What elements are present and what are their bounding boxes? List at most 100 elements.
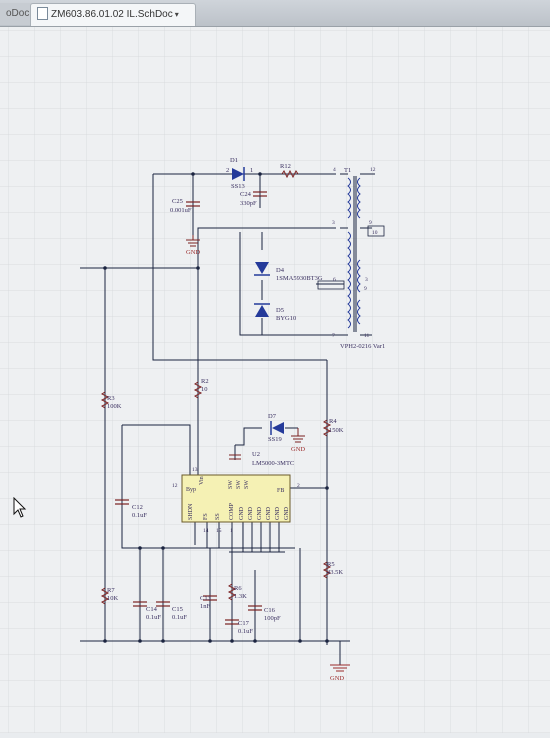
resistor-r7-symbol[interactable] bbox=[100, 587, 110, 605]
label-r4-ref: R4 bbox=[329, 418, 337, 425]
ic-pin-gnd6: GND bbox=[284, 506, 290, 520]
label-c25-value: 0.001uF bbox=[170, 207, 192, 214]
capacitor-c17-symbol[interactable] bbox=[225, 619, 239, 625]
ic-pin-sw1: SW bbox=[228, 480, 234, 489]
ic-pin-gnd3: GND bbox=[257, 506, 263, 520]
pinnum-u2-13: 13 bbox=[192, 467, 198, 473]
pinnum-t1-3: 3 bbox=[332, 220, 335, 226]
label-c25-ref: C25 bbox=[172, 198, 183, 205]
gnd-symbol-bottom bbox=[330, 664, 350, 672]
ic-pin-fb: FB bbox=[277, 488, 284, 494]
label-gnd-top: GND bbox=[186, 249, 200, 256]
ic-pin-comp: COMP bbox=[229, 502, 235, 520]
label-gnd-bottom: GND bbox=[330, 675, 344, 682]
pinnum-t1-8: 9 bbox=[364, 286, 367, 292]
tab-dropdown-icon[interactable]: ▾ bbox=[174, 10, 179, 19]
label-d5-ref: D5 bbox=[276, 307, 284, 314]
label-d4-ref: D4 bbox=[276, 267, 285, 274]
diode-d5-symbol[interactable] bbox=[254, 303, 270, 317]
label-t1-value: VPH2-0216 Var1 bbox=[340, 343, 385, 350]
document-tab-bar: oDoc ZM603.86.01.02 IL.SchDoc▾ bbox=[0, 0, 550, 27]
tab-active-label: ZM603.86.01.02 IL.SchDoc bbox=[51, 9, 173, 20]
capacitor-c14-symbol[interactable] bbox=[133, 601, 147, 607]
t1-pin-box-4-3 bbox=[317, 280, 345, 290]
label-c24-value: 330pF bbox=[240, 200, 257, 207]
capacitor-c12-symbol[interactable] bbox=[115, 499, 129, 505]
pin-numbers: 12 13 2 14 15 1 4 12 3 9 10 6 3 9 7 11 bbox=[172, 167, 378, 534]
zener-d4-symbol[interactable] bbox=[254, 262, 270, 276]
pinnum-u2-1: 1 bbox=[230, 528, 233, 534]
label-r7-ref: R7 bbox=[107, 587, 115, 594]
ic-pin-gnd5: GND bbox=[275, 506, 281, 520]
label-r3-ref: R3 bbox=[107, 395, 115, 402]
ic-u2-body[interactable] bbox=[181, 474, 291, 523]
pinnum-t1-12: 12 bbox=[370, 167, 376, 173]
ic-pin-byp: Byp bbox=[186, 487, 196, 493]
label-r2-ref: R2 bbox=[201, 378, 209, 385]
schematic-sheet: D1 SS13 2 1 R12 C25 0.001uF C24 330pF T1… bbox=[0, 27, 550, 733]
pinnum-t1-11: 11 bbox=[364, 333, 370, 339]
pinnum-t1-9: 9 bbox=[369, 220, 372, 226]
diode-d7-symbol[interactable] bbox=[270, 421, 284, 435]
label-r12-ref: R12 bbox=[280, 163, 291, 170]
label-c17-value: 0.1uF bbox=[238, 628, 253, 635]
transformer-t1-symbol[interactable] bbox=[347, 176, 361, 332]
capacitor-c13-symbol[interactable] bbox=[203, 595, 217, 601]
tab-schematic-document[interactable]: ZM603.86.01.02 IL.SchDoc▾ bbox=[30, 3, 196, 26]
label-c12-value: 0.1uF bbox=[132, 512, 147, 519]
ic-pin-sw2: SW bbox=[236, 480, 242, 489]
label-t1-ref: T1 bbox=[344, 167, 351, 174]
ic-pin-gnd4: GND bbox=[266, 506, 272, 520]
ic-pin-fs: FS bbox=[203, 513, 209, 520]
label-c13-value: 1nF bbox=[200, 603, 211, 610]
label-d4-value: 1SMA5930BT3G bbox=[276, 275, 323, 282]
label-c13-ref: C13 bbox=[200, 595, 211, 602]
label-d7-ref: D7 bbox=[268, 413, 277, 420]
label-r6-ref: R6 bbox=[234, 585, 242, 592]
label-c15-value: 0.1uF bbox=[172, 614, 187, 621]
pinnum-t1-5: 7 bbox=[332, 333, 335, 339]
label-c12-ref: C12 bbox=[132, 504, 143, 511]
capacitor-c25-symbol[interactable] bbox=[186, 201, 200, 207]
capacitor-u2-bypass-symbol bbox=[229, 454, 241, 460]
ic-pin-gnd2: GND bbox=[248, 506, 254, 520]
label-d1-value: SS13 bbox=[231, 183, 245, 190]
pinnum-t1-6: 4 bbox=[333, 167, 336, 173]
tab-previous-document[interactable]: oDoc bbox=[0, 3, 38, 25]
resistor-r2-symbol[interactable] bbox=[193, 381, 203, 399]
wires bbox=[80, 173, 375, 665]
label-r6-value: 1.3K bbox=[234, 593, 247, 600]
label-r5-value: 43.5K bbox=[327, 569, 343, 576]
label-r3-value: 100K bbox=[107, 403, 122, 410]
label-c14-value: 0.1uF bbox=[146, 614, 161, 621]
gnd-symbol-top bbox=[186, 235, 200, 247]
gnd-symbol-d7 bbox=[291, 428, 305, 443]
label-r7-value: 10K bbox=[107, 595, 119, 602]
label-d1-ref: D1 bbox=[230, 157, 238, 164]
label-d1-pin1: 1 bbox=[250, 167, 253, 174]
resistor-r3-symbol[interactable] bbox=[100, 391, 110, 409]
pinnum-t1-4: 6 bbox=[333, 277, 336, 283]
diode-d1-symbol[interactable] bbox=[232, 167, 245, 181]
label-d5-value: BYG10 bbox=[276, 315, 296, 322]
pinnum-u2-14: 14 bbox=[203, 528, 209, 534]
ic-pin-ss: SS bbox=[215, 513, 221, 520]
ic-pin-shdn: SHDN bbox=[188, 503, 194, 520]
pinnum-u2-15: 15 bbox=[216, 528, 222, 534]
capacitor-c15-symbol[interactable] bbox=[156, 601, 170, 607]
label-gnd-d7: GND bbox=[291, 446, 305, 453]
resistor-r4-symbol[interactable] bbox=[322, 419, 332, 437]
pinnum-t1-10: 10 bbox=[372, 230, 378, 236]
schdoc-file-icon bbox=[37, 6, 48, 20]
capacitor-c16-symbol[interactable] bbox=[248, 605, 262, 611]
resistor-r12-symbol[interactable] bbox=[281, 169, 299, 179]
label-u2-value: LM5000-3MTC bbox=[252, 460, 294, 467]
resistor-r5-symbol[interactable] bbox=[322, 561, 332, 579]
schematic-canvas[interactable]: D1 SS13 2 1 R12 C25 0.001uF C24 330pF T1… bbox=[0, 27, 550, 733]
label-d7-value: SS19 bbox=[268, 436, 282, 443]
label-u2-ref: U2 bbox=[252, 451, 260, 458]
label-d1-pin2: 2 bbox=[226, 167, 229, 174]
pinnum-u2-12: 12 bbox=[172, 483, 178, 489]
resistor-r6-symbol[interactable] bbox=[227, 583, 237, 601]
label-c24-ref: C24 bbox=[240, 191, 252, 198]
